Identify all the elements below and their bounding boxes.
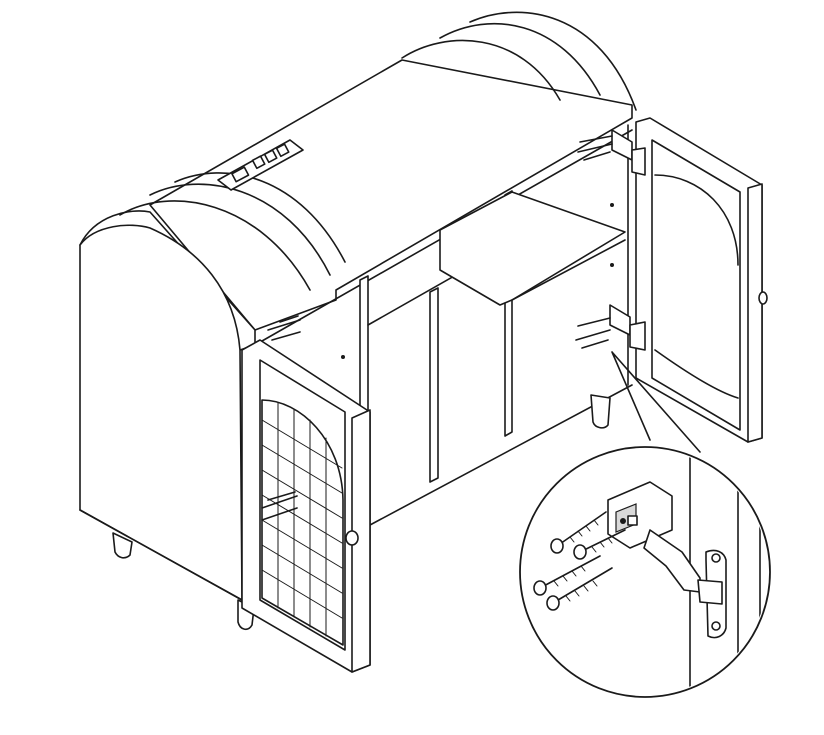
hinge-lower — [575, 304, 646, 351]
hinge-upper — [577, 129, 646, 176]
cabinet-top — [149, 59, 633, 331]
right-door-knob — [758, 291, 768, 305]
screw — [533, 555, 601, 596]
right-door — [635, 117, 768, 443]
left-side-panel — [79, 224, 243, 601]
right-door-frame — [635, 117, 763, 443]
right-arch-rib-1 — [401, 39, 561, 101]
shelf-pin-hole — [341, 355, 345, 359]
right-door-edge — [747, 183, 763, 443]
right-arch-rib-2 — [439, 22, 601, 96]
left-door — [241, 315, 371, 673]
left-arch-rib-2 — [149, 183, 331, 276]
detail-screws — [533, 511, 626, 611]
hinge-arm — [643, 529, 701, 593]
right-door-inner-frame — [651, 139, 741, 431]
screw — [573, 529, 626, 560]
left-door-knob — [345, 530, 359, 546]
base-rail — [79, 509, 243, 601]
detail-hinge — [607, 481, 727, 639]
callout-leader — [611, 351, 701, 453]
right-door-arch — [654, 174, 739, 399]
left-door-hinge-screws — [261, 315, 301, 521]
left-arch-rib-3 — [174, 172, 346, 263]
woven-pattern — [261, 402, 343, 637]
left-door-inner-frame — [259, 359, 346, 651]
left-arch-rib-1 — [119, 200, 311, 291]
hinge-mount-plate — [607, 481, 673, 549]
center-divider-mid — [429, 287, 439, 483]
leg-back-right — [590, 394, 611, 429]
shelf-pin-hole — [610, 263, 614, 267]
cabinet — [79, 11, 750, 631]
power-outlet-strip — [217, 139, 304, 191]
leg-front-left — [112, 532, 133, 559]
left-door-edge — [351, 409, 371, 673]
shelf-front-edge — [511, 239, 626, 301]
front-frame-bottom — [369, 384, 633, 526]
screw — [550, 511, 607, 554]
right-arch-rib-3 — [469, 11, 637, 111]
hinge-detail-callout — [519, 446, 771, 698]
screw — [546, 567, 613, 611]
shelf-pin-hole — [610, 203, 614, 207]
